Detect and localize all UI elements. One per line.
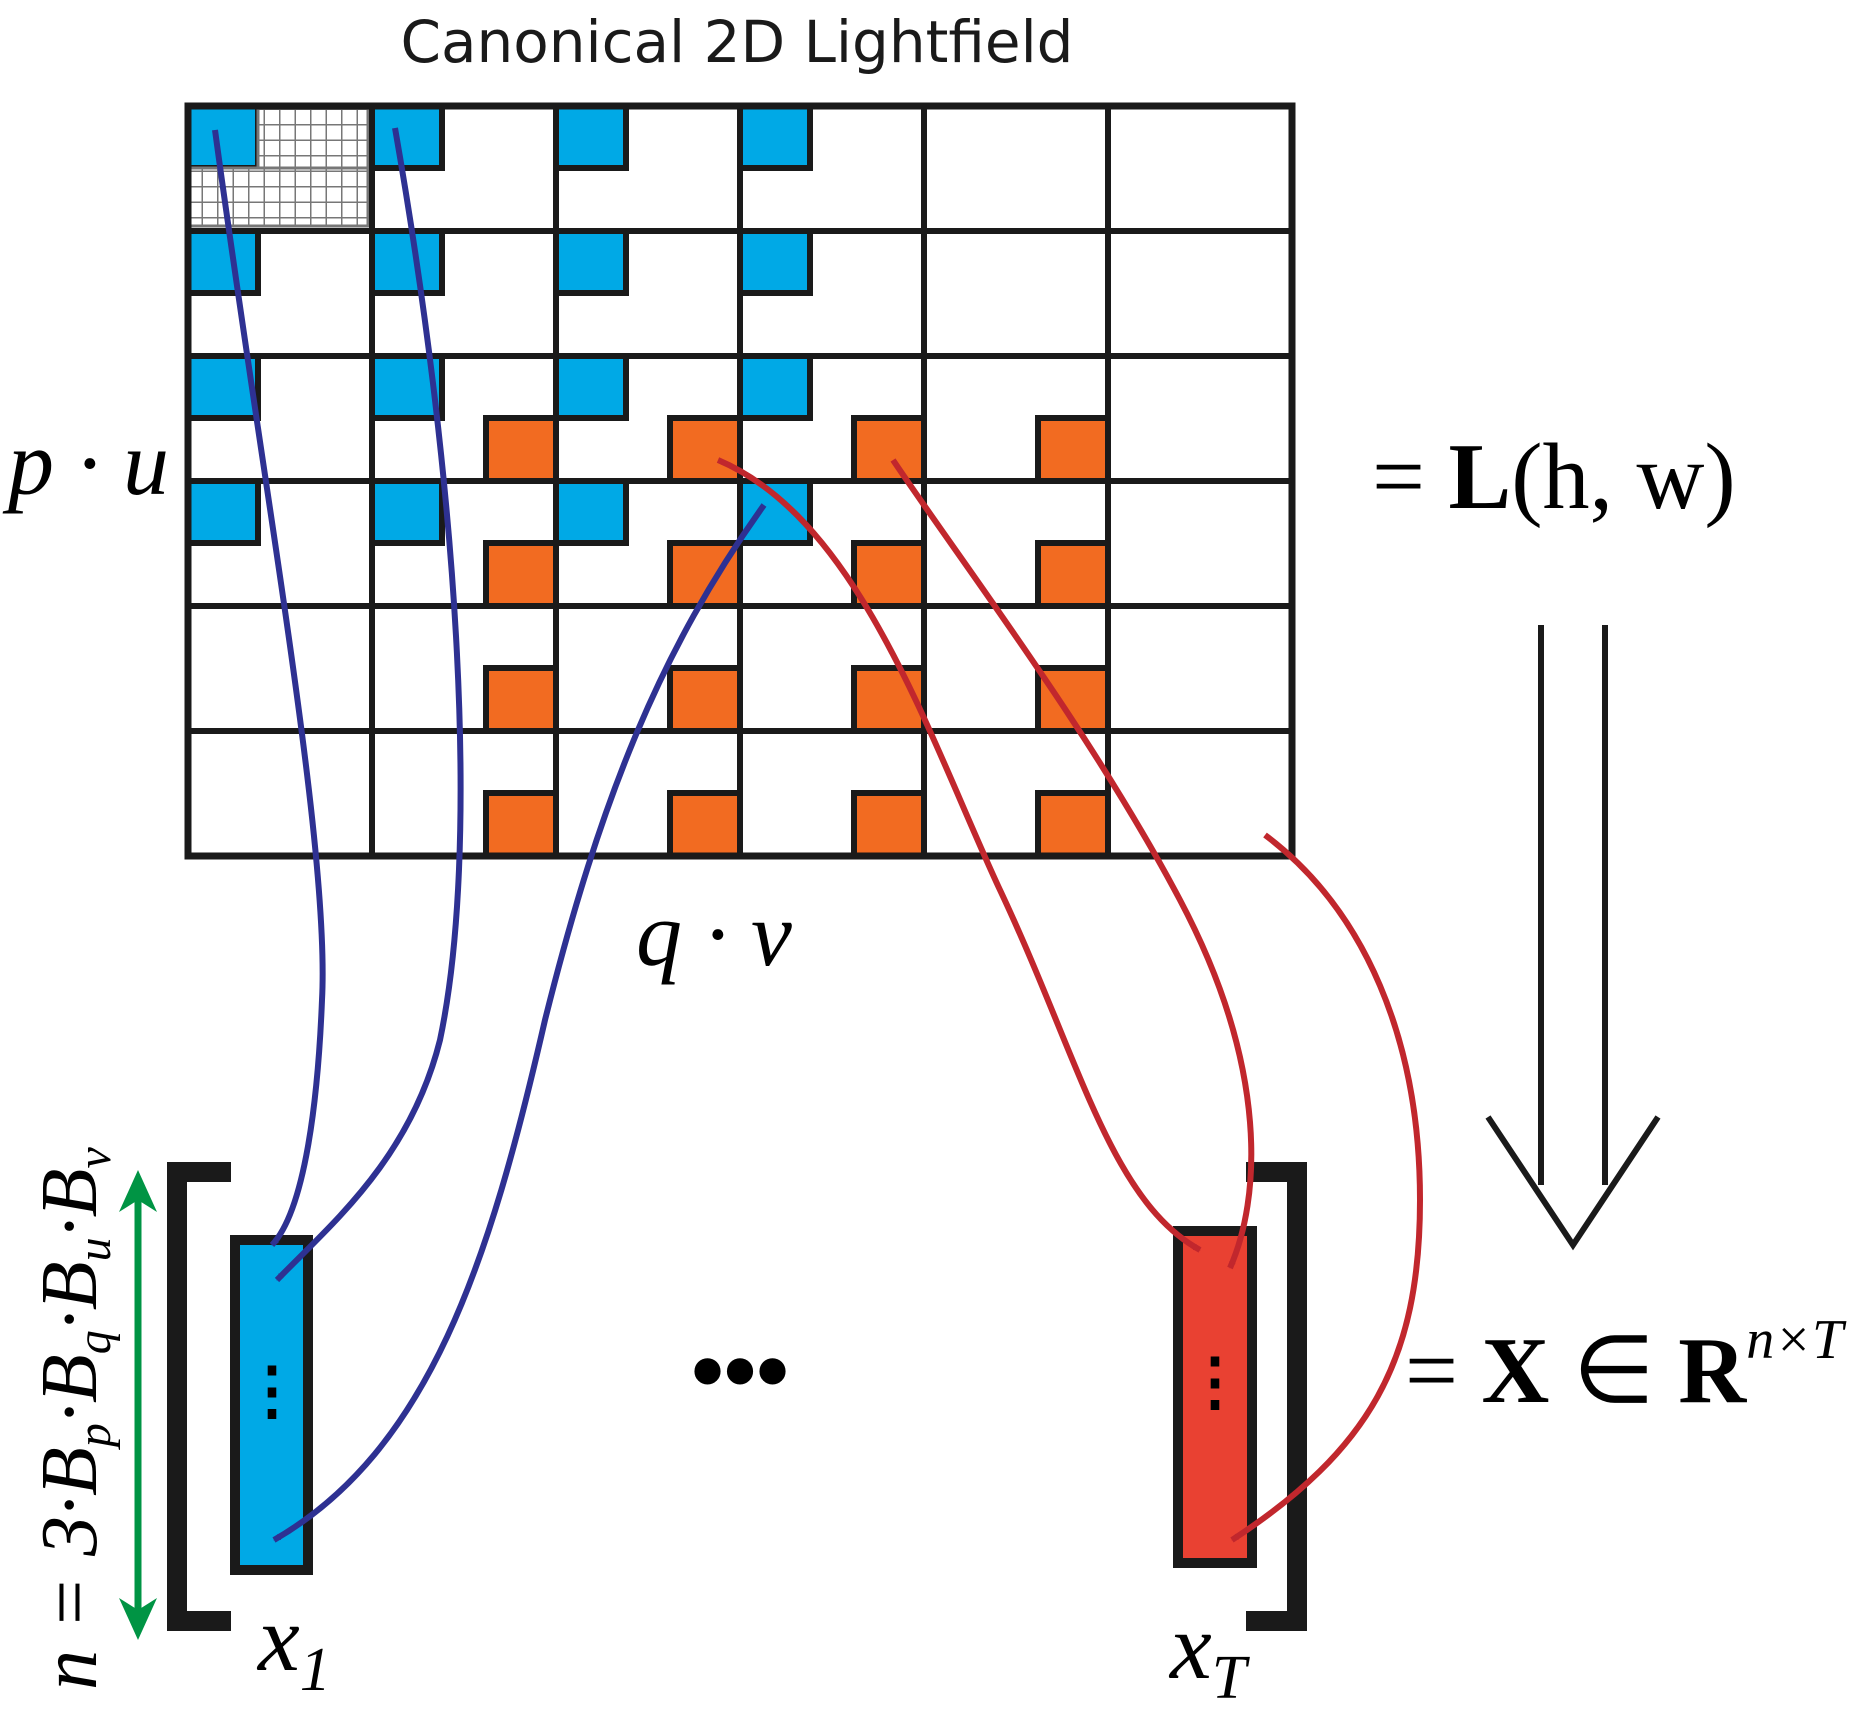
double-headed-arrow-icon (119, 1170, 157, 1640)
vector-x1-label: x1 (256, 1587, 331, 1704)
orange-block (667, 790, 740, 859)
orange-block (1035, 540, 1108, 609)
vector-xT (1173, 1226, 1257, 1568)
orange-block (1035, 415, 1108, 484)
vector-xT-label: xT (1168, 1595, 1251, 1712)
diagram-title: Canonical 2D Lightfield (400, 8, 1073, 76)
blue-arrow-1 (212, 129, 326, 1248)
orange-block (483, 415, 556, 484)
orange-block (483, 790, 556, 859)
orange-block (667, 665, 740, 734)
blue-arrow-3 (272, 503, 767, 1543)
red-arrow-1 (716, 457, 1202, 1253)
blue-block (556, 228, 629, 296)
column-axis-label: q · v (636, 883, 792, 985)
blue-mapping-arrows (212, 127, 767, 1543)
red-arrow-3 (1230, 832, 1424, 1543)
blue-arrow-2 (274, 127, 464, 1283)
blue-block (556, 353, 629, 421)
red-mapping-arrows (716, 457, 1424, 1543)
blue-block (372, 478, 445, 546)
matrix-right-bracket (1246, 1162, 1307, 1631)
orange-block (851, 415, 924, 484)
blue-block (740, 103, 813, 171)
orange-block (483, 665, 556, 734)
orange-block (851, 790, 924, 859)
orange-block (1035, 790, 1108, 859)
zoomed-cell-grid (186, 104, 370, 228)
blue-block (740, 353, 813, 421)
hollow-double-down-arrow-icon (1485, 625, 1661, 1251)
blue-block (188, 478, 261, 546)
orange-block (851, 540, 924, 609)
orange-block (667, 415, 740, 484)
blue-block (556, 478, 629, 546)
blue-block (372, 103, 445, 171)
blue-block (188, 103, 261, 171)
blue-block (188, 228, 261, 296)
vectors-ellipsis: ••• (688, 1310, 786, 1432)
red-arrow-2 (890, 458, 1255, 1270)
blue-block (740, 478, 813, 546)
vector-x1-dots: ⋮ (240, 1355, 304, 1426)
vector-x1 (230, 1235, 313, 1575)
lightfield-grid (184, 102, 1296, 860)
orange-block (483, 540, 556, 609)
matrix-left-bracket (167, 1162, 231, 1631)
blue-block (556, 103, 629, 171)
n-dimension-formula: n = 3·Bp·Bq·Bu·Bv (26, 1147, 121, 1690)
vector-xT-dots: ⋮ (1183, 1346, 1247, 1417)
row-axis-label: p · u (2, 412, 169, 514)
blue-block (372, 228, 445, 296)
blue-block (740, 228, 813, 296)
equation-lightfield: = L(h, w) (1372, 425, 1736, 529)
equation-matrix: = X ∈ Rn×T (1405, 1309, 1847, 1423)
